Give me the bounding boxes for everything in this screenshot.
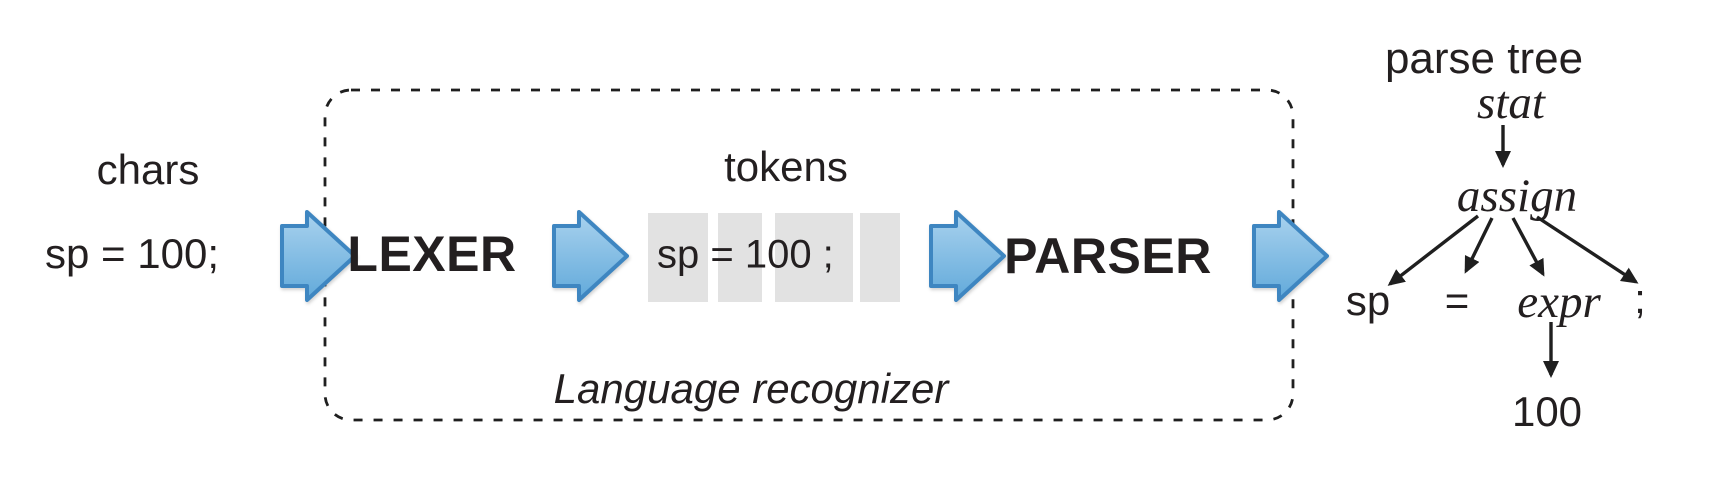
tokens-label: tokens [724,143,848,190]
token-box [718,213,762,302]
tokens-stream-text: sp = 100 ; [657,232,834,277]
edge-assign-sp [1387,214,1480,286]
tree-leaf-100: 100 [1511,388,1583,435]
tree-leaf-semicolon: ; [1634,275,1646,322]
language-recognizer-caption: Language recognizer [553,365,949,412]
token-box [775,213,853,302]
edge-assign-semicolon [1536,215,1639,284]
tree-leaf-sp: sp [1345,277,1391,324]
parser-stage-label: PARSER [1004,228,1212,284]
edge-assign-expr [1511,217,1545,277]
edge-assign-equals [1464,217,1494,274]
flow-arrow-icon [280,210,357,302]
chars-label: chars [96,146,200,193]
flow-arrow-icon [1252,210,1329,302]
tree-node-stat: stat [1477,77,1545,129]
flow-arrow-icon [552,210,629,302]
token-box [648,213,708,302]
tree-node-assign: assign [1456,170,1578,222]
lexer-stage-label: LEXER [347,226,517,282]
parse-tree-title: parse tree [1384,34,1584,83]
flow-arrow-icon [929,210,1006,302]
token-box [860,213,900,302]
tree-node-expr: expr [1517,276,1601,328]
parse-tree-edges [1387,125,1639,378]
input-chars-text: sp = 100; [45,230,219,277]
tree-leaf-equals: = [1444,277,1470,324]
